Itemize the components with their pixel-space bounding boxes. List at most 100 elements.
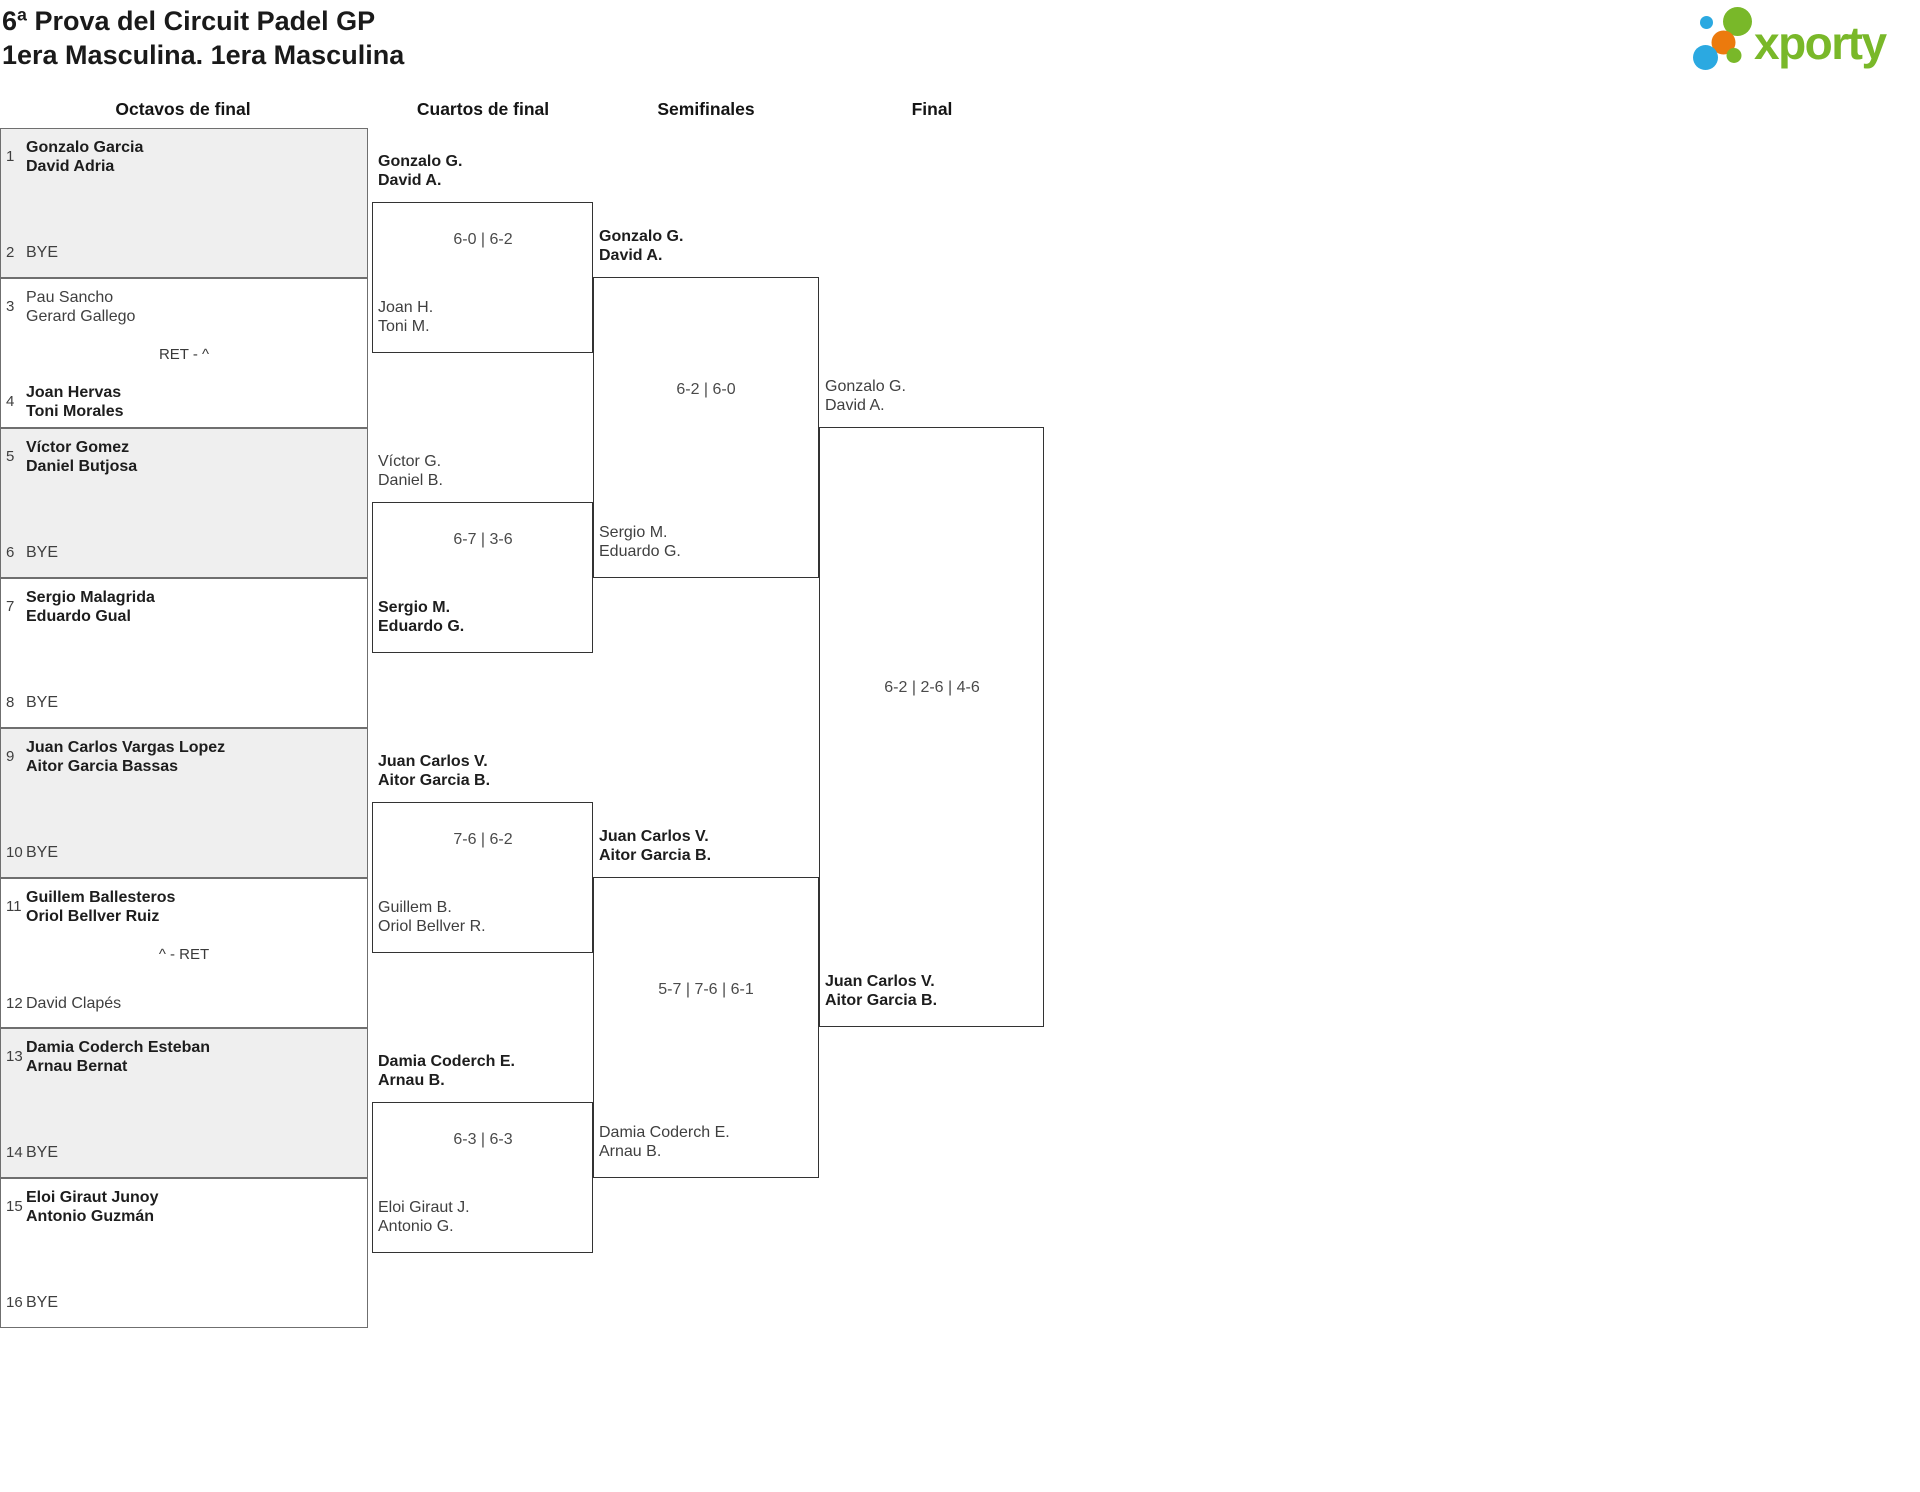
player-name: Oriol Bellver Ruiz — [26, 908, 160, 925]
bye-label: BYE — [26, 1294, 59, 1311]
round-header-semifinales: Semifinales — [657, 99, 755, 119]
player-name: Toni Morales — [26, 403, 124, 420]
sf1-match-box — [593, 277, 819, 578]
player-name: Daniel Butjosa — [26, 458, 138, 475]
seed-number: 5 — [6, 448, 15, 465]
seed-number: 11 — [6, 898, 22, 915]
logo-dot-green-small — [1726, 48, 1742, 63]
qf2-bottom-team: Sergio M.Eduardo G. — [378, 599, 465, 635]
final-score: 6-2 | 2-6 | 4-6 — [884, 679, 980, 696]
qf1-score: 6-0 | 6-2 — [453, 231, 513, 248]
sf1-score: 6-2 | 6-0 — [676, 381, 736, 398]
sf2-score: 5-7 | 7-6 | 6-1 — [658, 981, 754, 998]
seed-number: 15 — [6, 1198, 23, 1215]
seed-number: 8 — [6, 694, 15, 711]
bye-label: BYE — [26, 244, 59, 261]
qf1-top-team: Gonzalo G.David A. — [378, 153, 463, 189]
logo-dot-orange — [1711, 30, 1736, 55]
qf2-score: 6-7 | 3-6 — [453, 531, 513, 548]
bye-label: BYE — [26, 844, 59, 861]
player-name: David Adria — [26, 158, 115, 175]
page-subtitle: 1era Masculina. 1era Masculina — [2, 40, 405, 70]
seed-number: 16 — [6, 1294, 23, 1311]
qf1-bottom-team: Joan H.Toni M. — [378, 299, 434, 335]
player-name: Gerard Gallego — [26, 308, 136, 325]
qf1-match-box — [372, 202, 593, 353]
r16-slot-12: 12 David Clapés — [1, 994, 367, 1013]
seed-number: 10 — [6, 844, 23, 861]
player-name: Aitor Garcia Bassas — [26, 758, 179, 775]
r16-slot-14: 14 BYE — [1, 1143, 367, 1162]
sf2-match-box — [593, 877, 819, 1178]
seed-number: 6 — [6, 544, 15, 561]
round-header-octavos: Octavos de final — [115, 99, 251, 119]
seed-number: 12 — [6, 995, 23, 1012]
final-top-team: Gonzalo G.David A. — [825, 378, 906, 414]
logo-text: xporty — [1754, 17, 1888, 69]
player-name: David Clapés — [26, 995, 122, 1012]
logo-dot-blue-small — [1700, 16, 1713, 29]
xporty-logo[interactable]: xporty — [1683, 1, 1920, 73]
qf3-score: 7-6 | 6-2 — [453, 831, 513, 848]
seed-number: 14 — [6, 1144, 23, 1161]
player-name: Guillem Ballesteros — [26, 889, 176, 906]
seed-number: 9 — [6, 748, 15, 765]
qf4-score: 6-3 | 6-3 — [453, 1131, 513, 1148]
seed-number: 1 — [6, 148, 15, 165]
player-name: Sergio Malagrida — [26, 589, 155, 606]
logo-dot-blue-large — [1693, 45, 1718, 70]
seed-number: 13 — [6, 1048, 23, 1065]
bye-label: BYE — [26, 694, 59, 711]
sf2-bottom-team: Damia Coderch E.Arnau B. — [599, 1124, 730, 1160]
r16-slot-8: 8 BYE — [1, 693, 367, 712]
player-name: Damia Coderch Esteban — [26, 1039, 211, 1056]
player-name: Joan Hervas — [26, 384, 122, 401]
qf4-top-team: Damia Coderch E.Arnau B. — [378, 1053, 515, 1089]
seed-number: 2 — [6, 244, 15, 261]
round-header-cuartos: Cuartos de final — [416, 99, 550, 119]
r16-slot-6: 6 BYE — [1, 543, 367, 562]
retirement-note: ^ - RET — [158, 946, 210, 963]
qf4-match-box — [372, 1102, 593, 1253]
player-name: Arnau Bernat — [26, 1058, 128, 1075]
seed-number: 4 — [6, 393, 15, 410]
sf1-bottom-team: Sergio M.Eduardo G. — [599, 524, 681, 560]
r16-slot-10: 10 BYE — [1, 843, 367, 862]
qf3-bottom-team: Guillem B.Oriol Bellver R. — [378, 899, 486, 935]
player-name: Eloi Giraut Junoy — [26, 1189, 159, 1206]
player-name: Gonzalo Garcia — [26, 139, 144, 156]
seed-number: 7 — [6, 598, 15, 615]
player-name: Pau Sancho — [26, 289, 114, 306]
bye-label: BYE — [26, 1144, 59, 1161]
player-name: Víctor Gomez — [26, 439, 130, 456]
qf4-bottom-team: Eloi Giraut J.Antonio G. — [378, 1199, 470, 1235]
sf1-top-team: Gonzalo G.David A. — [599, 228, 684, 264]
logo-dot-green-large — [1723, 7, 1752, 36]
round-header-final: Final — [911, 99, 953, 119]
player-name: Eduardo Gual — [26, 608, 131, 625]
qf3-top-team: Juan Carlos V.Aitor Garcia B. — [378, 753, 491, 789]
sf2-top-team: Juan Carlos V.Aitor Garcia B. — [599, 828, 712, 864]
qf2-match-box — [372, 502, 593, 653]
player-name: Juan Carlos Vargas Lopez — [26, 739, 226, 756]
retirement-note: RET - ^ — [158, 346, 210, 363]
seed-number: 3 — [6, 298, 15, 315]
qf2-top-team: Víctor G.Daniel B. — [378, 453, 443, 489]
qf3-match-box — [372, 802, 593, 953]
